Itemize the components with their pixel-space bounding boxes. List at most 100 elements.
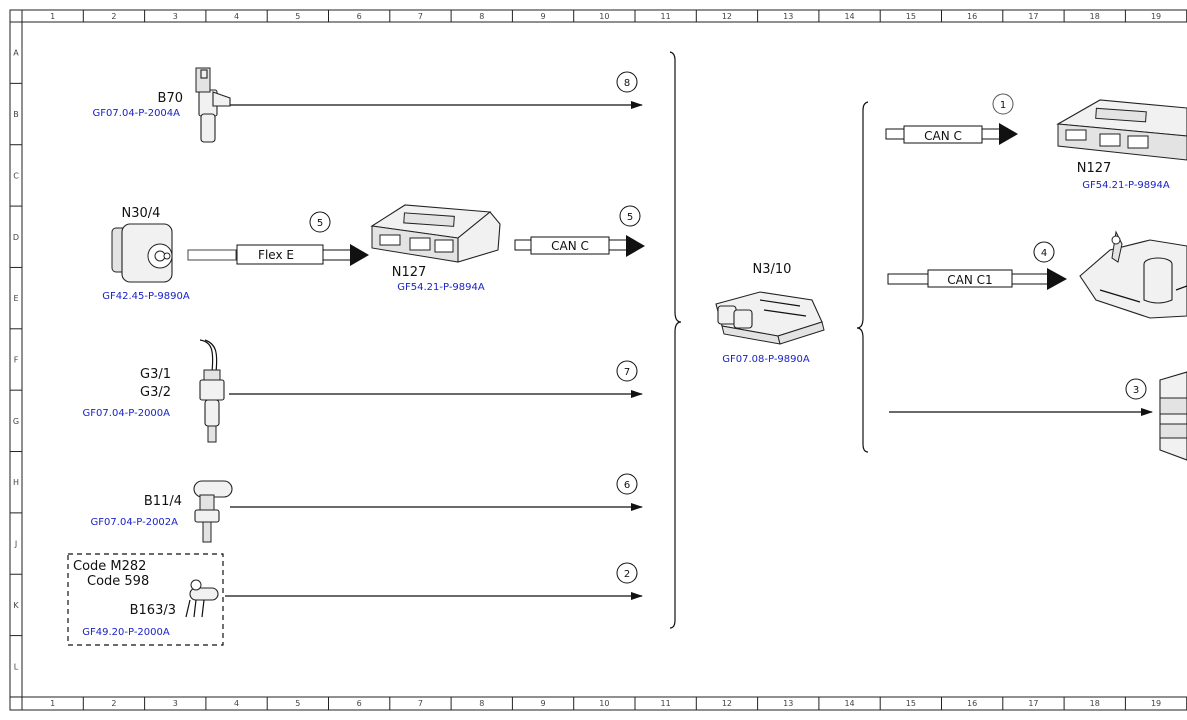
- temperature-sensor-icon: [193, 480, 233, 543]
- can-c-mid-label: CAN C: [551, 239, 589, 253]
- input-brace: [669, 51, 682, 629]
- n30-4-ref-link[interactable]: GF42.45-P-9890A: [102, 291, 190, 302]
- grid-column-number: 8: [479, 699, 484, 708]
- can-c-bus-arrow-mid: CAN C: [514, 235, 645, 257]
- ecu-module-icon: [715, 291, 825, 345]
- grid-row-letter: C: [13, 171, 19, 180]
- grid-column-number: 2: [111, 699, 116, 708]
- svg-text:3: 3: [1133, 385, 1139, 396]
- can-c1-label: CAN C1: [947, 273, 992, 287]
- grid-column-number: 1: [50, 699, 55, 708]
- b70-ref-link[interactable]: GF07.04-P-2004A: [93, 108, 181, 119]
- grid-column-number: 15: [906, 699, 916, 708]
- n3-10-ref-link[interactable]: GF07.08-P-9890A: [722, 354, 810, 365]
- grid-column-number: 5: [295, 12, 300, 21]
- grid-column-number: 19: [1151, 699, 1161, 708]
- grid-column-number: 9: [541, 12, 546, 21]
- grid-column-number: 18: [1090, 699, 1100, 708]
- grid-column-number: 11: [661, 12, 671, 21]
- b163-3-optional-group[interactable]: Code M282 Code 598 B163/3 GF49.20-P-2000…: [67, 553, 224, 646]
- svg-text:5: 5: [317, 218, 323, 229]
- n30-4-unit-icon: [111, 223, 173, 283]
- g3-2-label: G3/2: [140, 385, 171, 400]
- b11-4-ref-link[interactable]: GF07.04-P-2002A: [91, 517, 179, 528]
- b70-label: B70: [158, 91, 183, 106]
- n3-10-label: N3/10: [753, 262, 792, 277]
- b163-3-label: B163/3: [130, 603, 176, 618]
- n127-control-unit-mid[interactable]: N127 GF54.21-P-9894A: [370, 204, 501, 293]
- key-switch-icon: [185, 579, 219, 618]
- svg-text:6: 6: [624, 480, 630, 491]
- drawing-frame: 1122334455667788991010111112121313141415…: [9, 9, 1187, 711]
- grid-column-number: 12: [722, 12, 732, 21]
- signal-marker-7: 7: [616, 360, 638, 382]
- signal-marker-5b: 5: [619, 205, 641, 227]
- grid-row-letter: F: [14, 355, 19, 364]
- n3-10-engine-control-unit[interactable]: N3/10 GF07.08-P-9890A: [715, 262, 825, 365]
- n127-right-label: N127: [1077, 161, 1112, 176]
- b11-4-sensor[interactable]: B11/4 GF07.04-P-2002A: [91, 480, 233, 543]
- grid-column-number: 6: [357, 699, 362, 708]
- signal-marker-5a: 5: [309, 211, 331, 233]
- grid-row-letter: K: [13, 601, 19, 610]
- output-3-module-icon: [1159, 371, 1187, 461]
- grid-row-letter: G: [13, 417, 19, 426]
- grid-column-number: 9: [541, 699, 546, 708]
- grid-column-number: 19: [1151, 12, 1161, 21]
- grid-row-letter: H: [13, 478, 19, 487]
- g3-ref-link[interactable]: GF07.04-P-2000A: [83, 408, 171, 419]
- output-3-component[interactable]: [1159, 371, 1187, 461]
- n30-4-control-unit[interactable]: N30/4 GF42.45-P-9890A: [102, 206, 190, 302]
- n127-control-unit-right[interactable]: N127 GF54.21-P-9894A: [1056, 99, 1187, 191]
- code-598-label: Code 598: [87, 574, 149, 589]
- signal-marker-1: 1: [992, 93, 1014, 115]
- grid-column-number: 5: [295, 699, 300, 708]
- oxygen-sensor-icon: [199, 339, 225, 443]
- b70-sensor-icon: [195, 67, 231, 143]
- g3-oxygen-sensor[interactable]: G3/1 G3/2 GF07.04-P-2000A: [83, 339, 225, 443]
- grid-column-number: 8: [479, 12, 484, 21]
- signal-marker-3: 3: [1125, 378, 1147, 400]
- grid-column-number: 15: [906, 12, 916, 21]
- n127-mid-ref-link[interactable]: GF54.21-P-9894A: [397, 282, 485, 293]
- gear-selector-module-icon: [1079, 230, 1187, 319]
- flex-e-bus-arrow: Flex E: [187, 244, 369, 266]
- grid-row-letter: D: [13, 233, 19, 242]
- grid-column-number: 14: [844, 12, 854, 21]
- grid-column-number: 2: [111, 12, 116, 21]
- svg-text:5: 5: [627, 212, 633, 223]
- signal-marker-6: 6: [616, 473, 638, 495]
- optional-code-box: [67, 553, 224, 646]
- grid-column-number: 3: [173, 699, 178, 708]
- n127-mid-label: N127: [392, 265, 427, 280]
- output-4-component[interactable]: [1079, 230, 1187, 319]
- grid-column-number: 11: [661, 699, 671, 708]
- grid-row-letter: A: [13, 49, 19, 58]
- b11-4-label: B11/4: [144, 494, 182, 509]
- grid-column-number: 13: [783, 699, 793, 708]
- grid-column-number: 10: [599, 12, 609, 21]
- can-c1-bus-arrow: CAN C1: [887, 268, 1067, 290]
- grid-column-number: 16: [967, 699, 977, 708]
- grid-column-number: 13: [783, 12, 793, 21]
- grid-column-number: 3: [173, 12, 178, 21]
- svg-text:8: 8: [624, 78, 630, 89]
- grid-column-number: 17: [1028, 12, 1038, 21]
- b70-sensor[interactable]: B70 GF07.04-P-2004A: [93, 67, 231, 143]
- n127-right-ref-link[interactable]: GF54.21-P-9894A: [1082, 180, 1170, 191]
- code-m282-label: Code M282: [73, 559, 146, 574]
- grid-column-number: 6: [357, 12, 362, 21]
- flex-e-label: Flex E: [258, 248, 294, 262]
- grid-row-letter: B: [13, 110, 19, 119]
- grid-column-number: 1: [50, 12, 55, 21]
- grid-row-letter: E: [13, 294, 18, 303]
- grid-column-number: 12: [722, 699, 732, 708]
- can-c-bus-arrow-right: CAN C: [885, 123, 1018, 145]
- grid-row-letter: J: [14, 540, 17, 549]
- b163-3-ref-link[interactable]: GF49.20-P-2000A: [82, 627, 170, 638]
- grid-column-number: 7: [418, 699, 423, 708]
- grid-column-number: 4: [234, 12, 239, 21]
- n30-4-label: N30/4: [122, 206, 161, 221]
- svg-text:2: 2: [624, 569, 630, 580]
